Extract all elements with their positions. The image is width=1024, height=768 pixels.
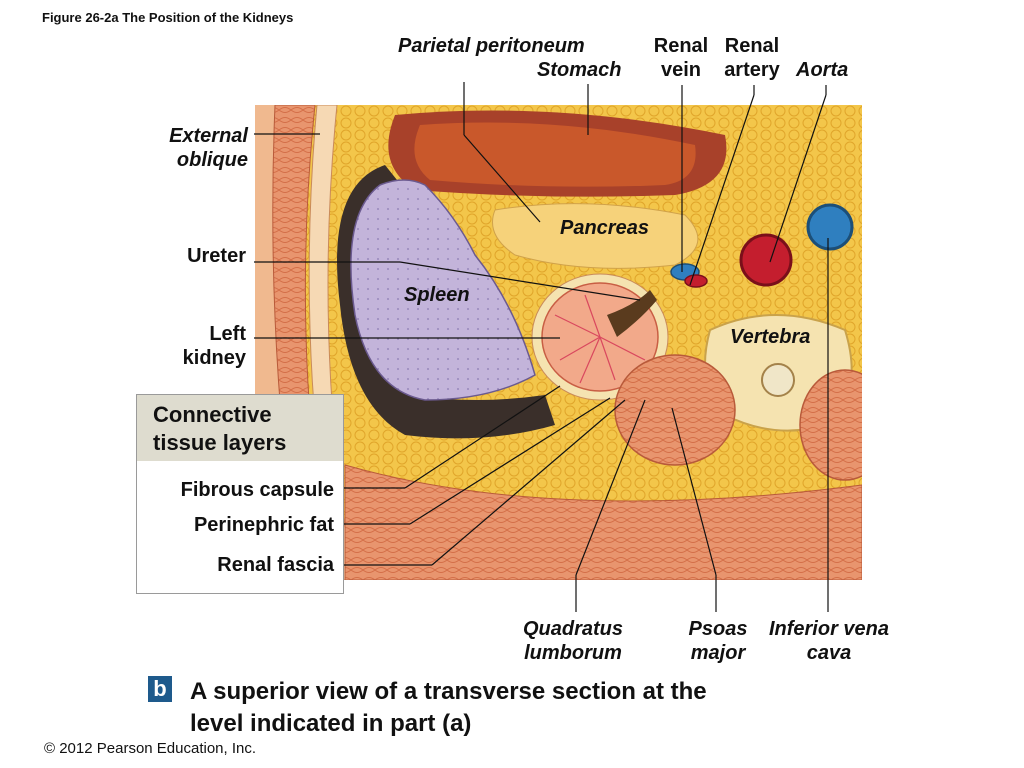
connective-tissue-legend: Connective tissue layers (136, 394, 344, 594)
label-renal-fascia: Renal fascia (217, 554, 334, 576)
figure-caption: A superior view of a transverse section … (190, 678, 707, 737)
label-left-kidney: Left kidney (182, 323, 246, 369)
label-pancreas: Pancreas (560, 217, 649, 239)
label-quadratus-lumborum: Quadratus lumborum (522, 618, 624, 664)
label-external-oblique: External oblique (169, 125, 248, 171)
label-fibrous-capsule: Fibrous capsule (180, 479, 334, 501)
part-b-badge: b (148, 676, 172, 702)
label-psoas-major: Psoas major (688, 618, 748, 664)
label-spleen: Spleen (404, 284, 470, 306)
label-perinephric-fat: Perinephric fat (193, 514, 334, 536)
label-stomach: Stomach (537, 59, 622, 81)
label-aorta: Aorta (796, 59, 849, 81)
connective-tissue-heading-area: Connective tissue layers (137, 395, 343, 461)
label-renal-artery: Renal artery (724, 35, 780, 81)
figure-title: Figure 26-2a The Position of the Kidneys (42, 10, 294, 25)
label-inferior-vena-cava: Inferior vena cava (768, 618, 890, 664)
label-ureter: Ureter (187, 245, 246, 267)
label-parietal-peritoneum: Parietal peritoneum (398, 35, 585, 57)
copyright-notice: © 2012 Pearson Education, Inc. (44, 740, 257, 757)
transverse-section-illustration (255, 105, 862, 580)
connective-tissue-heading: Connective tissue layers (153, 402, 287, 455)
label-renal-vein: Renal vein (653, 35, 709, 81)
label-vertebra: Vertebra (730, 326, 811, 348)
